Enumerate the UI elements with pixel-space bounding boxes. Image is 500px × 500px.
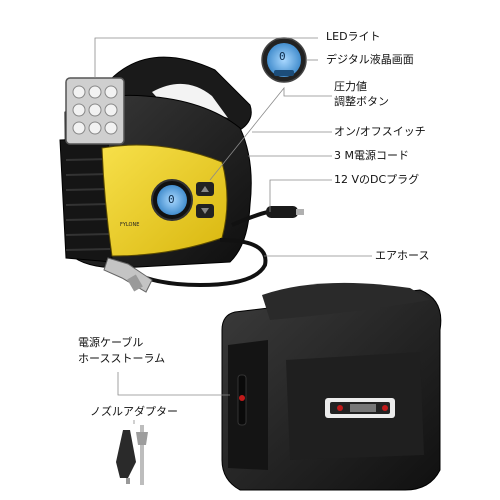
label-pressure-line2: 調整ボタン — [334, 95, 389, 108]
lcd-zoom-readout: 0 — [279, 50, 286, 63]
label-digital-lcd: デジタル液晶画面 — [326, 53, 414, 66]
label-cable-storage-line1: 電源ケーブル — [78, 336, 144, 349]
compressor-rear-view — [221, 282, 442, 491]
brand-mark: FYLONE — [120, 222, 140, 228]
label-cable-storage-line2: ホースストーラム — [78, 352, 166, 365]
compressor-front-view — [59, 56, 304, 293]
label-power-switch: オン/オフスイッチ — [334, 125, 426, 138]
air-hose — [123, 238, 268, 288]
label-nozzle-adapter: ノズルアダプター — [90, 405, 178, 418]
label-power-cord: 3 M電源コード — [334, 149, 409, 162]
dc-plug — [266, 206, 298, 218]
leader-lines — [94, 37, 372, 424]
label-pressure-line1: 圧力値 — [334, 80, 367, 93]
label-led-light: LEDライト — [326, 30, 381, 43]
label-dc-plug: 12 VのDCプラグ — [334, 173, 420, 186]
lcd-readout: 0 — [168, 193, 175, 206]
label-air-hose: エアホース — [375, 249, 430, 262]
power-cord — [231, 210, 269, 227]
nozzle-adapters — [116, 425, 148, 485]
